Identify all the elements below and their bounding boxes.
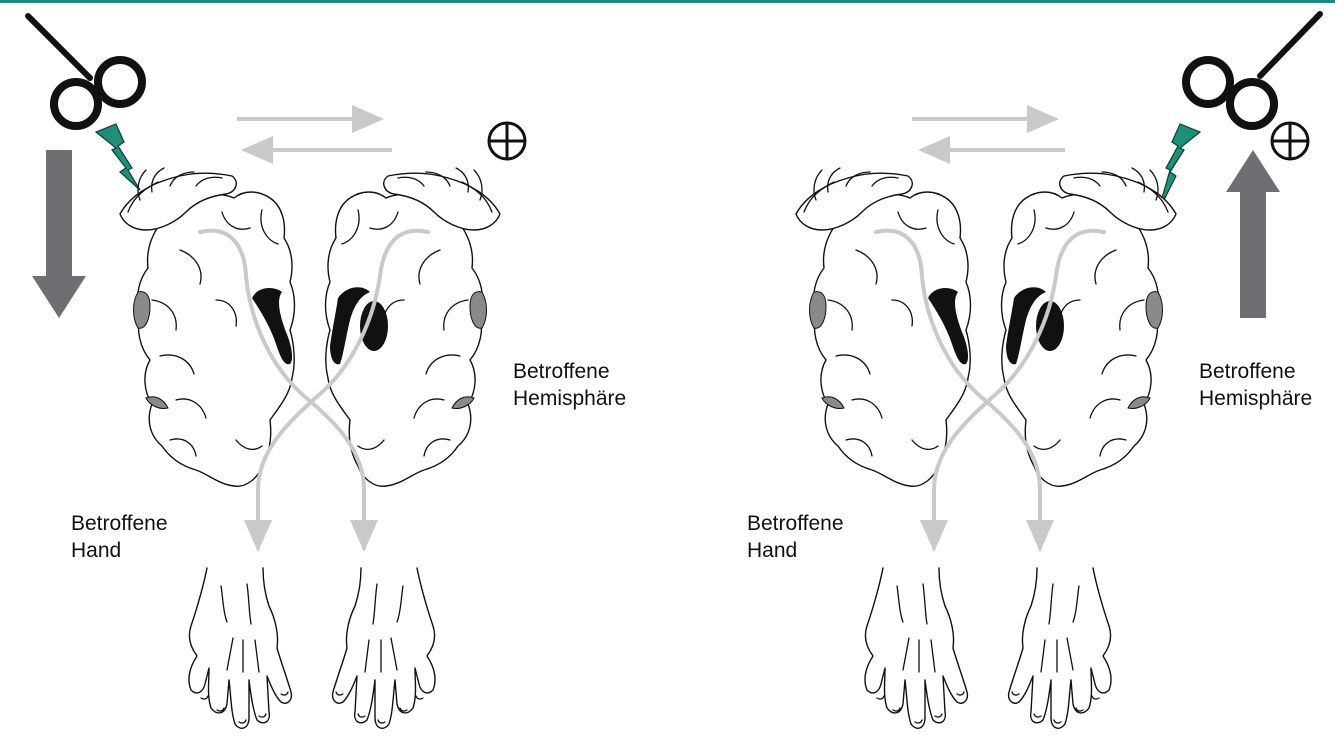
tms-coil-icon — [1186, 60, 1274, 126]
plus-circle-icon — [1272, 123, 1308, 159]
top-rule — [0, 0, 1335, 3]
affected-hand-label: Betroffene Hand — [71, 512, 173, 562]
affected-hemisphere-label: Betroffene Hemisphäre — [513, 360, 626, 410]
tms-coil-icon — [54, 60, 142, 126]
panel-left: Betroffene Hemisphäre Betroffene Hand — [28, 16, 626, 728]
lightning-bolt-icon — [96, 124, 140, 190]
brain-coronal-section-icon — [120, 168, 500, 486]
hand-icon — [865, 568, 967, 728]
hand-icon — [333, 568, 435, 728]
tms-coil-handle — [28, 16, 90, 78]
arrow-up-icon — [1226, 150, 1280, 318]
hand-icon — [189, 568, 291, 728]
panel-right: Betroffene Hemisphäre Betroffene Hand — [747, 14, 1320, 728]
plus-circle-icon — [489, 123, 525, 159]
hand-icon — [1009, 568, 1111, 728]
arrow-down-icon — [32, 150, 86, 318]
tms-coil-handle — [1260, 14, 1320, 76]
affected-hemisphere-label: Betroffene Hemisphäre — [1199, 360, 1312, 410]
affected-hand-label: Betroffene Hand — [747, 512, 849, 562]
brain-coronal-section-icon — [796, 168, 1176, 486]
